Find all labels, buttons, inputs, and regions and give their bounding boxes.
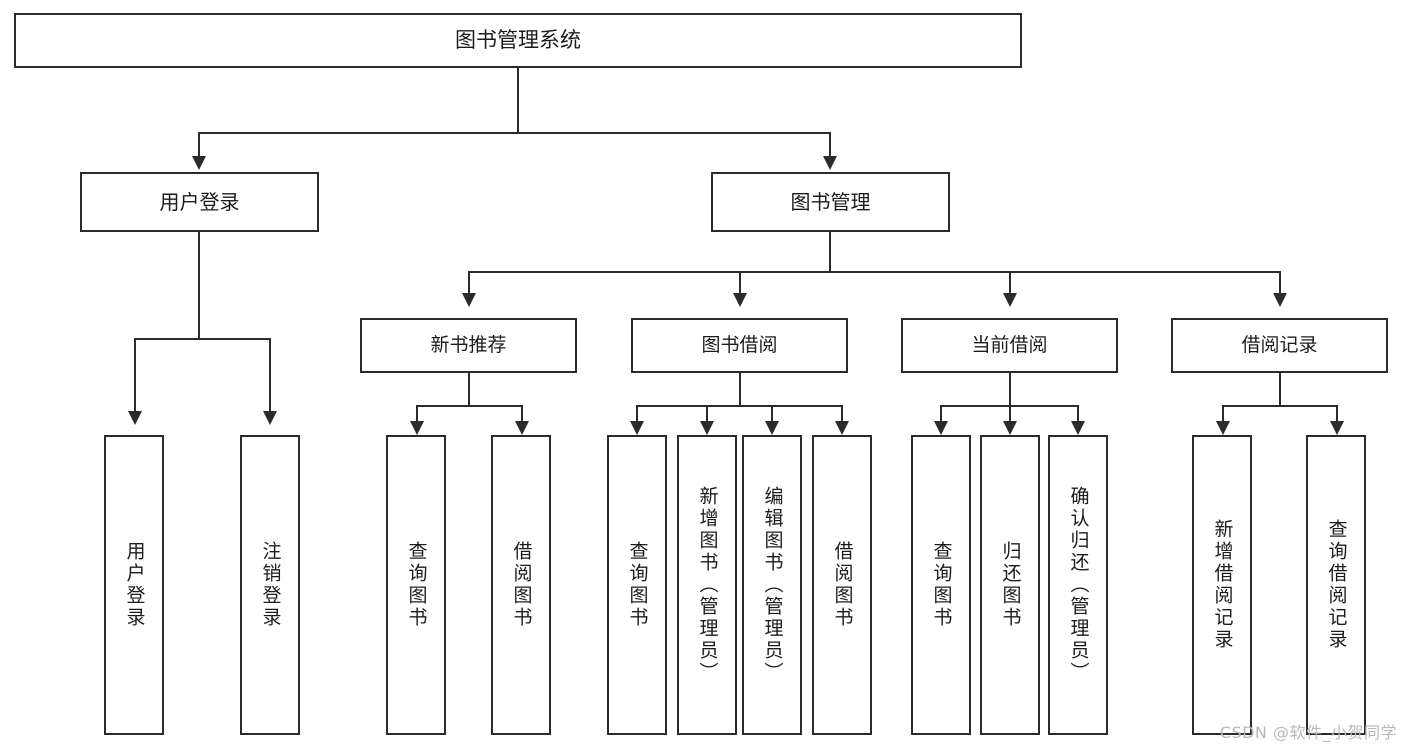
connector-bb-c4 (841, 405, 843, 423)
connector-user-login-right (269, 338, 271, 413)
node-label: 新增借阅记录 (1211, 519, 1234, 651)
connector-book-manage-c3 (1009, 271, 1011, 295)
arrowhead-leaf-add-book-admin (700, 421, 714, 435)
node-label: 图书管理 (790, 189, 871, 214)
node-label: 当前借阅 (971, 333, 1048, 356)
node-label: 图书借阅 (701, 333, 778, 356)
connector-cb-stem (1009, 373, 1011, 406)
connector-br-bar (1222, 405, 1337, 407)
connector-book-manage-stem (829, 232, 831, 272)
arrowhead-leaf-logout-login (263, 411, 277, 425)
arrowhead-new-book-recommend (462, 293, 476, 307)
node-leaf-return-book[interactable]: 归还图书 (980, 435, 1040, 735)
node-label: 查询图书 (626, 541, 649, 629)
node-book-management-system[interactable]: 图书管理系统 (14, 13, 1022, 68)
node-label: 归还图书 (999, 541, 1022, 629)
node-label: 新增图书（管理员） (696, 486, 719, 684)
arrowhead-leaf-confirm-return-admin (1071, 421, 1085, 435)
connector-root-to-book-manage (829, 132, 831, 158)
arrowhead-leaf-user-login (128, 411, 142, 425)
connector-bb-c3 (771, 405, 773, 423)
connector-bb-c2 (706, 405, 708, 423)
node-label: 借阅图书 (831, 541, 854, 629)
connector-book-manage-bar (468, 271, 1280, 273)
connector-bb-stem (739, 373, 741, 406)
connector-root-to-user-login (198, 132, 200, 158)
arrowhead-book-borrow (733, 293, 747, 307)
node-new-book-recommend[interactable]: 新书推荐 (360, 318, 577, 373)
connector-bb-bar (636, 405, 842, 407)
node-label: 借阅图书 (510, 541, 533, 629)
connector-root-bar (198, 132, 831, 134)
arrowhead-book-manage (823, 156, 837, 170)
arrowhead-leaf-edit-book-admin (765, 421, 779, 435)
connector-nbr-stem (468, 373, 470, 406)
node-leaf-query-book-2[interactable]: 查询图书 (607, 435, 667, 735)
connector-bb-c1 (636, 405, 638, 423)
arrowhead-leaf-borrow-book-2 (835, 421, 849, 435)
arrowhead-leaf-query-book-1 (410, 421, 424, 435)
node-leaf-borrow-book-1[interactable]: 借阅图书 (491, 435, 551, 735)
node-leaf-user-login[interactable]: 用户登录 (104, 435, 164, 735)
node-leaf-query-book-1[interactable]: 查询图书 (386, 435, 446, 735)
connector-user-login-bar (134, 338, 270, 340)
connector-nbr-c1 (416, 405, 418, 423)
arrowhead-leaf-borrow-book-1 (515, 421, 529, 435)
node-leaf-edit-book-admin[interactable]: 编辑图书（管理员） (742, 435, 802, 735)
node-label: 查询图书 (930, 541, 953, 629)
connector-br-c1 (1222, 405, 1224, 423)
node-book-manage[interactable]: 图书管理 (711, 172, 950, 232)
arrowhead-leaf-return-book (1003, 421, 1017, 435)
connector-cb-c1 (940, 405, 942, 423)
node-label: 新书推荐 (430, 333, 507, 356)
connector-cb-c2 (1009, 405, 1011, 423)
connector-br-stem (1279, 373, 1281, 406)
node-label: 用户登录 (123, 541, 146, 629)
connector-root-stem (517, 68, 519, 133)
connector-nbr-bar (416, 405, 522, 407)
connector-br-c2 (1336, 405, 1338, 423)
arrowhead-user-login (192, 156, 206, 170)
connector-user-login-stem (198, 232, 200, 339)
node-borrow-record[interactable]: 借阅记录 (1171, 318, 1388, 373)
arrowhead-current-borrow (1003, 293, 1017, 307)
connector-book-manage-c4 (1279, 271, 1281, 295)
connector-user-login-left (134, 338, 136, 413)
node-user-login[interactable]: 用户登录 (80, 172, 319, 232)
node-leaf-add-borrow-record[interactable]: 新增借阅记录 (1192, 435, 1252, 735)
arrowhead-leaf-add-borrow-record (1216, 421, 1230, 435)
node-leaf-logout-login[interactable]: 注销登录 (240, 435, 300, 735)
arrowhead-leaf-query-borrow-record (1330, 421, 1344, 435)
node-leaf-add-book-admin[interactable]: 新增图书（管理员） (677, 435, 737, 735)
node-leaf-query-book-3[interactable]: 查询图书 (911, 435, 971, 735)
node-label: 用户登录 (159, 189, 240, 214)
arrowhead-borrow-record (1273, 293, 1287, 307)
node-label: 编辑图书（管理员） (761, 486, 784, 684)
node-label: 借阅记录 (1241, 333, 1318, 356)
node-leaf-confirm-return-admin[interactable]: 确认归还（管理员） (1048, 435, 1108, 735)
connector-book-manage-c2 (739, 271, 741, 295)
arrowhead-leaf-query-book-2 (630, 421, 644, 435)
node-label: 注销登录 (259, 541, 282, 629)
node-label: 确认归还（管理员） (1067, 486, 1090, 684)
node-leaf-query-borrow-record[interactable]: 查询借阅记录 (1306, 435, 1366, 735)
node-label: 图书管理系统 (455, 28, 581, 53)
node-label: 查询图书 (405, 541, 428, 629)
node-current-borrow[interactable]: 当前借阅 (901, 318, 1118, 373)
connector-cb-c3 (1077, 405, 1079, 423)
arrowhead-leaf-query-book-3 (934, 421, 948, 435)
node-label: 查询借阅记录 (1325, 519, 1348, 651)
connector-nbr-c2 (521, 405, 523, 423)
node-book-borrow[interactable]: 图书借阅 (631, 318, 848, 373)
node-leaf-borrow-book-2[interactable]: 借阅图书 (812, 435, 872, 735)
connector-book-manage-c1 (468, 271, 470, 295)
